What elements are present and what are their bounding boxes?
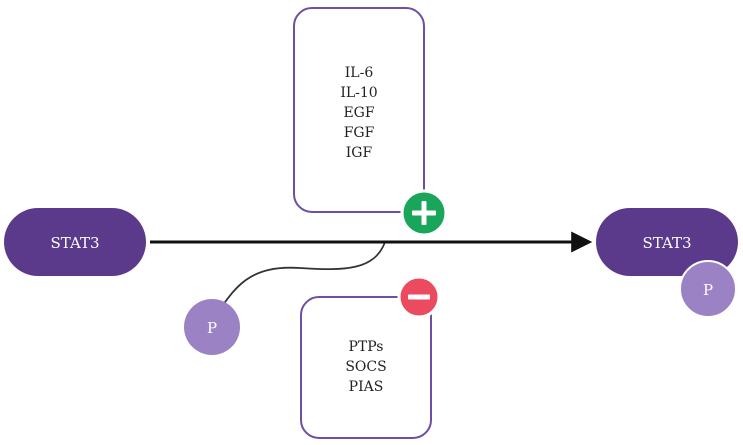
phosphate-label-right: P: [703, 281, 713, 299]
inhibitor-item: PTPs: [349, 339, 384, 355]
stat3-node-right-label: STAT3: [642, 234, 691, 252]
activator-item: IL-6: [345, 65, 374, 81]
stat3-node-left-label: STAT3: [50, 234, 99, 252]
inhibitor-item: PIAS: [349, 379, 384, 395]
phosphate-link-curve: [211, 241, 386, 323]
activator-item: IL-10: [340, 85, 377, 101]
inhibitor-item: SOCS: [345, 359, 386, 375]
stat3-node-right: [596, 208, 738, 276]
inhibitors-box: [300, 296, 432, 439]
activator-item: IGF: [346, 145, 373, 161]
activators-box: [293, 7, 425, 213]
phosphate-label-left: P: [207, 319, 217, 337]
activator-item: FGF: [344, 125, 375, 141]
phosphate-circle-right: [679, 260, 737, 318]
minus-icon: [397, 275, 441, 319]
stat3-node-left: [4, 208, 146, 276]
plus-icon: [400, 189, 448, 237]
activator-item: EGF: [343, 105, 374, 121]
phosphate-circle-left: [184, 299, 240, 355]
